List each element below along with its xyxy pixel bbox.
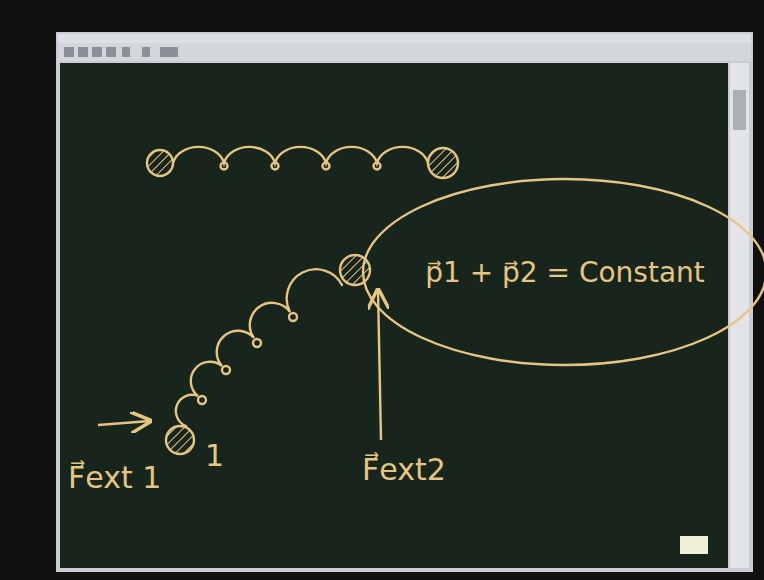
spring-bent [176,269,342,426]
chalk-label: F⃗ext2 [362,452,446,488]
masses-bent [166,255,370,454]
masses-top [147,148,458,178]
equation-text: p⃗1 + p⃗2 = Constant [425,256,705,289]
scroll-thumb [733,90,746,130]
window-frame [56,32,753,572]
spring-straight [173,147,428,170]
menu-bar [58,34,751,43]
toolbar-icons [64,47,178,57]
force-arrow [98,421,150,425]
equation-ellipse: p⃗1 + p⃗2 = Constant [361,177,764,367]
force-arrow [378,290,381,440]
scrollbar [730,63,749,568]
chalk-label: F⃗ext 1 [68,460,161,496]
page-badge [680,536,708,554]
chalk-label: 1 [205,438,224,474]
ellipse-outline [363,179,764,365]
chalkboard [60,63,728,568]
toolbar [58,43,751,61]
